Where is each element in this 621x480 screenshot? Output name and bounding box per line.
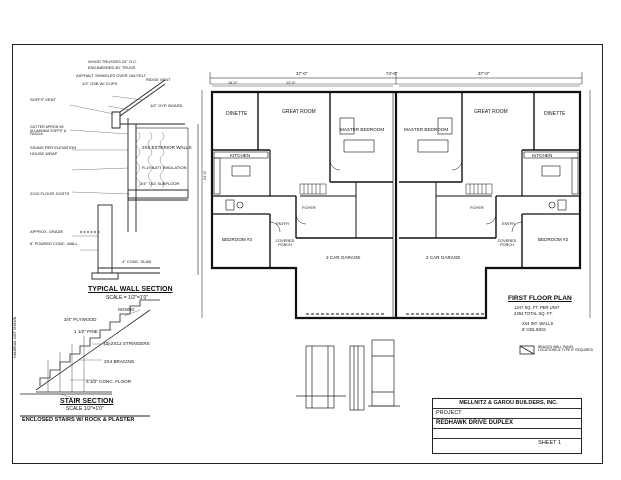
callout-slab: 4" CONC. SLAB	[122, 259, 151, 264]
callout-insulation: R-19 BATT INSULATION	[142, 165, 187, 170]
room-porch-right: COVERED PORCH	[497, 239, 517, 247]
room-kitchen-right: KITCHEN	[532, 153, 553, 158]
room-foyer-left: FOYER	[302, 205, 316, 210]
callout-engineered: ENGINEERED BY TRUSS	[88, 65, 136, 70]
callout-soffit-vent: SOFFIT VENT	[30, 97, 56, 102]
title-block-project: REDHAWK DRIVE DUPLEX	[433, 419, 581, 429]
stair-callout-bracing: 2X4 BRACING	[104, 359, 135, 364]
callout-ridge-vent: RIDGE VENT	[146, 77, 171, 82]
room-bedroom2-left: BEDROOM #2	[222, 237, 253, 242]
floor-plan-note-ceilings: 8' CEILINGS	[522, 327, 546, 332]
dim-a: 16'-0"	[228, 81, 238, 85]
title-block-sheet: SHEET 1	[538, 440, 561, 446]
stair-section-title: STAIR SECTION	[60, 398, 114, 405]
stair-callout-stringers: (3) 2X12 STRINGERS	[104, 341, 150, 346]
wall-section-drawing	[80, 79, 199, 280]
room-dinette-right: DINETTE	[544, 111, 566, 117]
callout-conc-wall: 8" POURED CONC. WALL	[30, 241, 78, 246]
callout-trusses: WOOD TRUSSES 24" O.C.	[88, 59, 138, 64]
room-entry-right: ENTRY	[502, 221, 516, 226]
stair-section-subtitle: ENCLOSED STAIRS W/ ROCK & PLASTER	[22, 417, 135, 423]
callout-shingles: ASPHALT SHINGLES OVER 15# FELT	[76, 73, 147, 78]
callout-2x6-walls: 2X6 EXTERIOR WALLS	[142, 145, 192, 150]
floor-plan-title: FIRST FLOOR PLAN	[508, 295, 572, 302]
room-bedroom2-right: BEDROOM #2	[538, 237, 569, 242]
stair-section-scale: SCALE 1/2"=1'0"	[66, 406, 104, 412]
room-great-room-right: GREAT ROOM	[474, 109, 508, 115]
floor-plan-area-total: 2494 TOTAL SQ. FT.	[514, 311, 553, 316]
callout-osb: 1/2" OSB W/ CLIPS	[82, 81, 118, 86]
room-foyer-right: FOYER	[470, 205, 484, 210]
room-master-right: MASTER BEDROOM	[404, 127, 449, 132]
callout-gutter: GUTTER APRON W/ ALUMINUM SOFFIT & FASCIA	[30, 125, 67, 137]
stair-handrail-note: HANDRAIL NOT SHOWN	[13, 316, 17, 358]
dim-left-unit: 37'-0"	[296, 71, 308, 76]
title-block: MELLNITZ & GAROU BUILDERS, INC. PROJECT …	[432, 398, 582, 454]
braced-wall-note: BRACED WALL PANEL LOCATIONS & TYPE IF RE…	[538, 345, 594, 353]
callout-housewrap: HOUSE WRAP	[30, 151, 58, 156]
stair-callout-nosing: NOSING	[118, 307, 135, 312]
room-garage-right: 2 CAR GARAGE	[426, 255, 461, 260]
title-block-blank	[433, 429, 581, 439]
callout-floor-joists: 2X10 FLOOR JOISTS	[30, 191, 70, 196]
wall-section-title: TYPICAL WALL SECTION	[88, 286, 173, 293]
room-great-room-left: GREAT ROOM	[282, 109, 316, 115]
dim-right-unit: 37'-0"	[478, 71, 490, 76]
room-master-left: MASTER BEDROOM	[340, 127, 385, 132]
room-dinette-left: DINETTE	[226, 111, 248, 117]
stair-callout-floor: 3 1/2" CONC. FLOOR	[86, 379, 132, 384]
wall-section-scale: SCALE = 1/2"=1'0"	[106, 295, 149, 301]
title-block-company: MELLNITZ & GAROU BUILDERS, INC.	[433, 399, 581, 409]
title-block-label: PROJECT	[433, 409, 581, 419]
stair-callout-pine: 1 1/2" PINE	[74, 329, 98, 334]
room-entry-left: ENTRY	[276, 221, 290, 226]
callout-gyp: 1/2" GYP. BOARD	[150, 103, 183, 108]
floor-plan-note-walls: 2X4 INT. WALLS	[522, 321, 554, 326]
dim-overall: 74'-0"	[386, 71, 398, 76]
floor-plan-area-unit: 1247 SQ. FT. PER UNIT	[514, 305, 560, 310]
callout-grade: APPROX. GRADE	[30, 229, 64, 234]
room-porch-left: COVERED PORCH	[275, 239, 295, 247]
floor-plan-drawing	[201, 72, 591, 320]
room-garage-left: 2 CAR GARAGE	[326, 255, 361, 260]
dim-b: 12'-0"	[286, 81, 296, 85]
callout-subfloor: 3/4" T&G SUBFLOOR	[140, 181, 180, 186]
detail-sections	[296, 339, 400, 411]
room-kitchen-left: KITCHEN	[230, 153, 251, 158]
braced-wall-legend	[519, 345, 535, 355]
dim-c: 24'-0"	[203, 170, 207, 180]
drawing-sheet	[12, 44, 603, 464]
stair-section-drawing	[20, 299, 160, 395]
stair-callout-plywood: 3/4" PLYWOOD	[64, 317, 97, 322]
callout-siding: SIDING PER ELEVATION	[30, 145, 77, 150]
